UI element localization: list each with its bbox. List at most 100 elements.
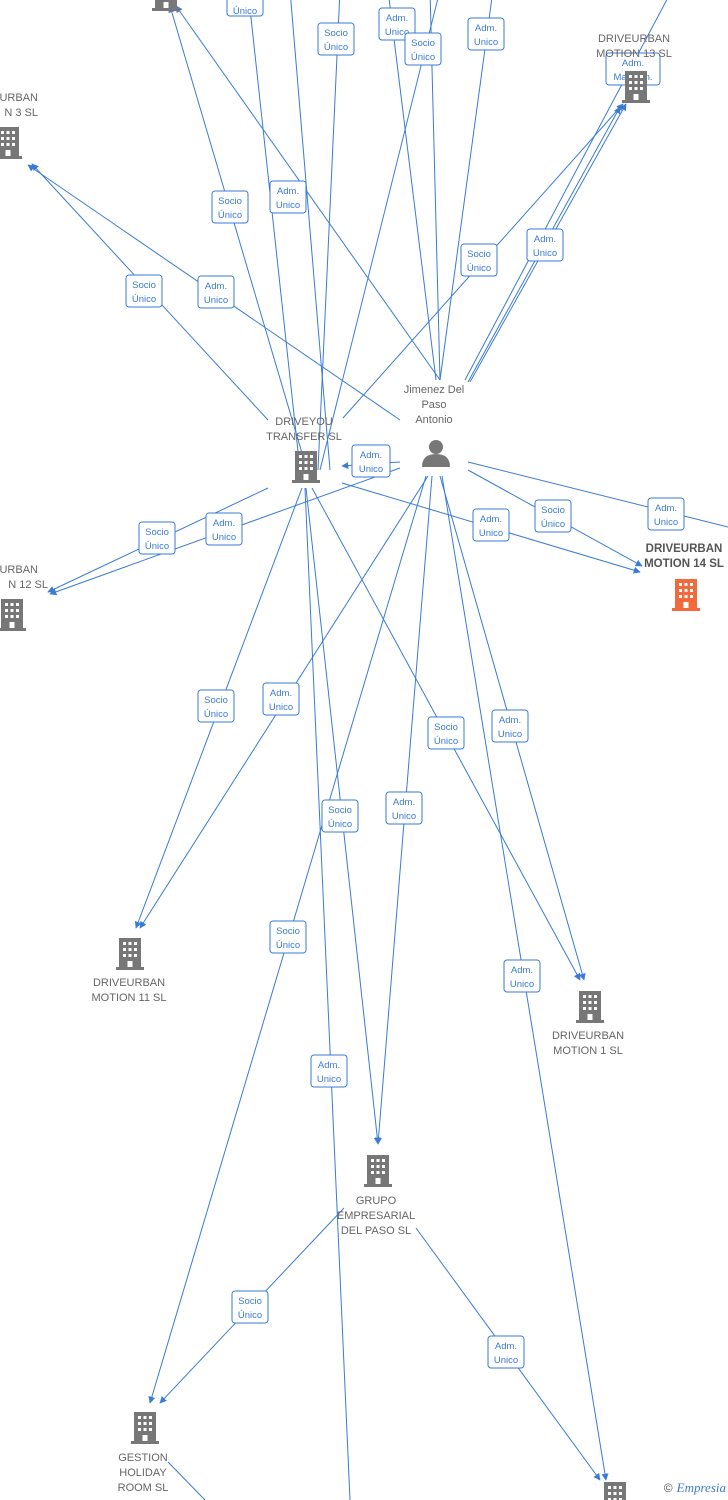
relation-edge <box>248 0 301 471</box>
company-name-line: EMPRESARIAL <box>337 1210 415 1222</box>
relation-edge <box>304 487 351 1500</box>
edge-role-scope: Unico <box>276 200 300 211</box>
edge-role-badge[interactable]: Adm.Unico <box>385 791 423 825</box>
edge-role-scope: Unico <box>654 517 678 528</box>
building-icon <box>152 0 180 11</box>
company-name-line: MOTION 14 SL <box>644 558 724 570</box>
relation-edge <box>319 0 439 471</box>
building-icon <box>292 451 320 483</box>
edge-role-scope: Único <box>467 263 491 274</box>
edge-role-scope: Unico <box>533 248 557 259</box>
edge-role-scope: Único <box>434 736 458 747</box>
edge-role-badge[interactable]: Adm. Unico <box>526 228 564 262</box>
edge-badges-layer: ÚnicoSocioÚnicoAdm.UnicoSocioÚnicoAdm.Un… <box>125 0 685 1369</box>
company-node-bottom-right-cut[interactable] <box>601 1482 629 1500</box>
edge-role-scope: Único <box>276 940 300 951</box>
company-name-line: DRIVEURBAN <box>552 1030 624 1042</box>
edge-role-badge[interactable]: Adm.Unico <box>269 180 307 214</box>
edge-role-scope: Unico <box>359 464 383 475</box>
building-icon <box>576 991 604 1023</box>
edge-role-scope: Único <box>238 1310 262 1321</box>
edge-role-badge[interactable]: Adm.Unico <box>378 7 416 41</box>
edge-role-type: Socio <box>204 695 228 706</box>
edge-role-scope: Único <box>132 294 156 305</box>
company-name-line: DRIVEURBAN <box>93 977 165 989</box>
brand-footer[interactable]: ©Empresia <box>664 1480 726 1496</box>
edge-role-badge[interactable]: Adm.Unico <box>503 959 541 993</box>
edge-role-scope: Único <box>328 819 352 830</box>
edge-role-badge[interactable]: Adm. Unico <box>351 444 391 478</box>
edge-role-badge[interactable]: Adm. Unico <box>467 17 505 51</box>
edge-role-type: Adm. <box>495 1341 517 1352</box>
edge-role-badge[interactable]: Adm.Unico <box>647 497 685 531</box>
company-node-motion13[interactable]: DRIVEURBAN MOTION 13 SL <box>596 33 672 103</box>
company-node-motion1[interactable]: DRIVEURBAN MOTION 1 SL <box>552 991 624 1057</box>
building-icon <box>116 938 144 970</box>
person-name-line: Jimenez Del <box>404 384 465 396</box>
edge-role-scope: Unico <box>494 1355 518 1366</box>
edge-role-scope: Único <box>541 519 565 530</box>
building-icon <box>0 127 22 159</box>
edge-role-type: Adm. <box>360 450 382 461</box>
edge-role-badge[interactable]: Adm. Unico <box>205 512 243 546</box>
building-icon <box>131 1412 159 1444</box>
relation-edge <box>317 0 341 471</box>
relation-edge <box>167 1461 206 1500</box>
relation-edge <box>168 5 308 471</box>
person-icon <box>422 440 450 467</box>
edge-role-type: Adm. <box>213 518 235 529</box>
edge-role-scope: Unico <box>510 979 534 990</box>
edge-role-badge[interactable]: Adm.Unico <box>310 1054 348 1088</box>
edge-role-type: Socio <box>411 38 435 49</box>
company-name-line: DRIVEURBAN <box>598 33 670 45</box>
company-node-top-left-cut[interactable] <box>152 0 180 11</box>
edge-role-badge[interactable]: Adm.Unico <box>197 275 235 309</box>
edge-role-badge[interactable]: Adm.Unico <box>262 682 300 716</box>
company-node-motion11[interactable]: DRIVEURBAN MOTION 11 SL <box>92 938 167 1004</box>
edge-role-scope: Único <box>411 52 435 63</box>
edge-role-type: Adm. <box>393 797 415 808</box>
relation-edge <box>290 0 331 471</box>
company-name-line: ROOM SL <box>118 1482 169 1494</box>
company-name-line: MOTION 1 SL <box>553 1045 623 1057</box>
edge-role-badge[interactable]: Adm.Unico <box>491 709 529 743</box>
edge-role-badge[interactable]: Adm.Unico <box>472 508 510 542</box>
edge-role-scope: Único <box>233 6 257 17</box>
edge-role-scope: Único <box>145 541 169 552</box>
edge-role-badge[interactable]: Adm. Unico <box>487 1335 525 1369</box>
company-node-motion3[interactable]: EURBANN 3 SL <box>0 92 38 159</box>
edge-role-badge[interactable]: Único <box>226 0 264 17</box>
edge-role-type: Adm. <box>499 715 521 726</box>
edge-role-scope: Unico <box>474 37 498 48</box>
edge-role-type: Socio <box>145 527 169 538</box>
company-name-line: MOTION 13 SL <box>596 48 672 60</box>
edge-role-type: Adm. <box>475 23 497 34</box>
edge-role-type: Socio <box>467 249 491 260</box>
edge-role-type: Adm. <box>270 688 292 699</box>
edge-role-scope: Unico <box>204 295 228 306</box>
edge-role-type: Adm. <box>534 234 556 245</box>
edge-role-scope: Unico <box>212 532 236 543</box>
company-name-line: EURBAN <box>0 92 38 104</box>
building-icon <box>622 71 650 103</box>
company-name-line: MOTION 11 SL <box>92 992 167 1004</box>
company-node-motion12[interactable]: EURBANN 12 SL <box>0 564 48 631</box>
